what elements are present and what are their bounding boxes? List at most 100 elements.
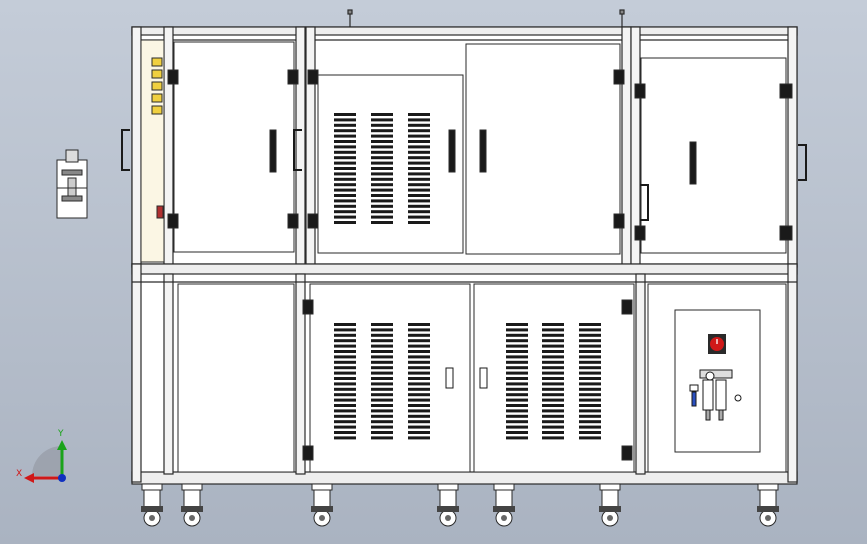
vent-slot <box>334 360 356 364</box>
vent-slot <box>506 436 528 440</box>
vent-slot <box>542 350 564 353</box>
vent-slot <box>408 199 430 203</box>
vent-slot <box>371 172 393 176</box>
vent-slot <box>542 420 564 424</box>
vent-slot <box>371 134 393 138</box>
vent-slot <box>371 123 393 127</box>
vent-slot <box>371 328 393 332</box>
x-axis-label: X <box>16 469 22 479</box>
vent-slot <box>334 177 356 181</box>
vent-slot <box>542 339 564 343</box>
vent-slot <box>542 425 564 429</box>
vent-slot <box>408 188 430 192</box>
vent-slot <box>334 436 356 440</box>
vent-slot <box>579 425 601 429</box>
vent-slot <box>506 355 528 359</box>
vent-slot <box>371 150 393 154</box>
vent-slot <box>542 360 564 364</box>
vent-slot <box>334 366 356 370</box>
coordinate-triad: Y X <box>16 429 67 483</box>
vent-slot <box>542 414 564 418</box>
vent-slot <box>334 199 356 203</box>
vent-slot <box>542 344 564 348</box>
vent-slot <box>579 420 601 424</box>
vent-slot <box>371 344 393 348</box>
power-button-icon[interactable] <box>708 334 726 354</box>
vent-slot <box>579 414 601 418</box>
lower-door-center-right[interactable] <box>473 283 635 473</box>
left-indicator-strip <box>140 39 165 263</box>
vent-slot <box>371 350 393 353</box>
vent-slot <box>334 134 356 138</box>
vent-slot <box>371 366 393 370</box>
vent-slot <box>334 382 356 386</box>
vent-slot <box>542 436 564 440</box>
vent-slot <box>408 150 430 154</box>
vent-slot <box>506 371 528 375</box>
vent-slot <box>408 221 430 224</box>
vent-slot <box>579 366 601 370</box>
vent-slot <box>408 339 430 343</box>
vent-slot <box>371 221 393 224</box>
vent-slot <box>408 156 430 160</box>
upper-right-handles[interactable] <box>640 144 807 221</box>
vent-slot <box>579 431 601 434</box>
side-bracket-assembly <box>56 149 88 219</box>
vent-slot <box>506 323 528 326</box>
vent-slot <box>579 393 601 397</box>
vent-slot <box>408 215 430 219</box>
upper-door-right[interactable] <box>634 57 793 254</box>
vent-slot <box>334 188 356 192</box>
vent-slot <box>334 215 356 219</box>
vent-slot <box>334 221 356 224</box>
caster-wheels <box>141 483 779 527</box>
vent-slot <box>334 323 356 326</box>
vent-slot <box>334 150 356 154</box>
upper-door-left[interactable] <box>167 41 299 253</box>
vent-slot <box>371 113 393 116</box>
vent-slot <box>408 387 430 391</box>
vent-slot <box>408 145 430 149</box>
vent-slot <box>334 431 356 434</box>
vent-slot <box>334 350 356 353</box>
vent-slot <box>408 344 430 348</box>
vent-slot <box>579 360 601 364</box>
vent-slot <box>408 210 430 214</box>
vent-slot <box>334 404 356 407</box>
vent-slot <box>371 436 393 440</box>
vent-slot <box>506 360 528 364</box>
upper-left-handle[interactable] <box>121 129 302 171</box>
vent-slot <box>371 382 393 386</box>
vent-slot <box>408 177 430 181</box>
vent-slot <box>334 420 356 424</box>
vent-slot <box>334 123 356 127</box>
vent-slot <box>371 323 393 326</box>
vent-slot <box>542 333 564 337</box>
vent-slot <box>408 414 430 418</box>
vent-slot <box>334 398 356 402</box>
caster-wheel <box>757 483 779 527</box>
lower-door-left[interactable] <box>177 283 295 473</box>
vent-slot <box>506 382 528 386</box>
vent-slot <box>371 404 393 407</box>
vent-slot <box>334 113 356 116</box>
vent-slot <box>334 172 356 176</box>
vent-slot <box>371 409 393 413</box>
vent-slot <box>334 145 356 149</box>
vent-slot <box>334 377 356 380</box>
upper-vent-grille <box>334 113 430 224</box>
vent-slot <box>579 382 601 386</box>
caster-wheel <box>311 483 333 527</box>
vent-slot <box>371 118 393 122</box>
vent-slot <box>506 344 528 348</box>
vent-slot <box>579 377 601 380</box>
lower-vent-grille <box>334 323 601 440</box>
vent-slot <box>371 215 393 219</box>
vent-slot <box>334 161 356 165</box>
vent-slot <box>579 404 601 407</box>
caster-wheel <box>437 483 459 527</box>
vent-slot <box>408 129 430 133</box>
vent-slot <box>542 382 564 386</box>
